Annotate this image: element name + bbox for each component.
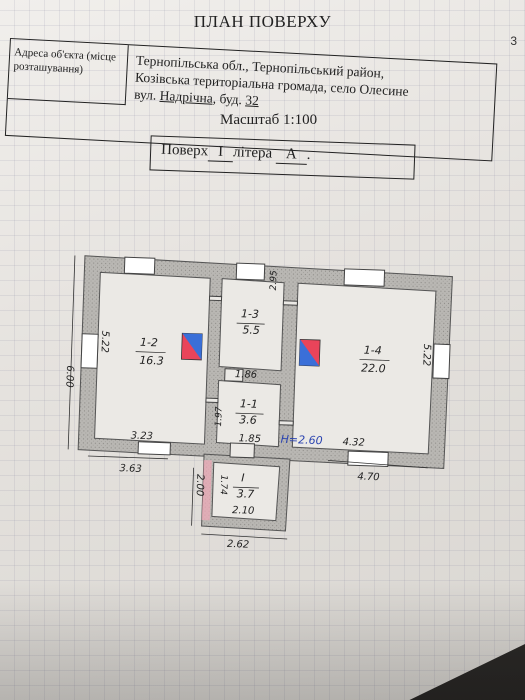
dimension-lines [67,255,428,540]
room-area: 5.5 [242,323,260,337]
room-1-4-area [291,282,437,455]
dim-left-room-height: 5.22 [99,330,111,353]
room-id: 1-4 [364,344,382,358]
room-id: 1-2 [140,336,158,350]
room-1-3-area [218,278,285,372]
page-number: 3 [510,34,517,48]
dim-porch-inner-width: 2.10 [232,505,255,517]
dim-left-outer-width: 3.63 [119,463,142,475]
page-title: ПЛАН ПОВЕРХУ [193,12,332,31]
porch-area [211,461,281,522]
dim-right-outer-width: 4.70 [357,471,380,483]
dim-corridor-upper: 1.86 [235,369,258,381]
dim-room13-height: 2.95 [269,270,280,291]
dim-porch-outer-height: 2.00 [194,474,206,497]
room-id: 1-3 [241,307,259,321]
room-area: 22.0 [361,362,386,376]
dim-right-room-width: 4.32 [342,437,365,449]
stove-icon [180,332,203,361]
scale-label: Масштаб 1:100 [220,112,318,128]
dim-corridor-lower: 1.85 [238,433,261,445]
dim-porch-inner-height: 1.74 [218,475,229,496]
dim-porch-outer-width: 2.62 [227,539,250,551]
room-area: 16.3 [139,354,164,368]
dim-right-room-height: 5.22 [420,344,432,367]
dim-left-outer-height: 6.00 [63,365,75,388]
dim-left-room-width: 3.23 [130,431,153,443]
porch-accent [201,460,212,521]
room-1-2-area [94,271,211,445]
room-id: 1-1 [240,397,258,411]
dim-room11-height: 1.97 [214,406,225,427]
room-area: 3.6 [239,413,257,427]
room-area: 3.7 [236,487,254,501]
dim-ceiling-height: H=2.60 [280,433,322,447]
windows [80,256,451,468]
stove-icon [298,338,321,367]
room-id: I [241,471,245,484]
doors [205,295,298,459]
